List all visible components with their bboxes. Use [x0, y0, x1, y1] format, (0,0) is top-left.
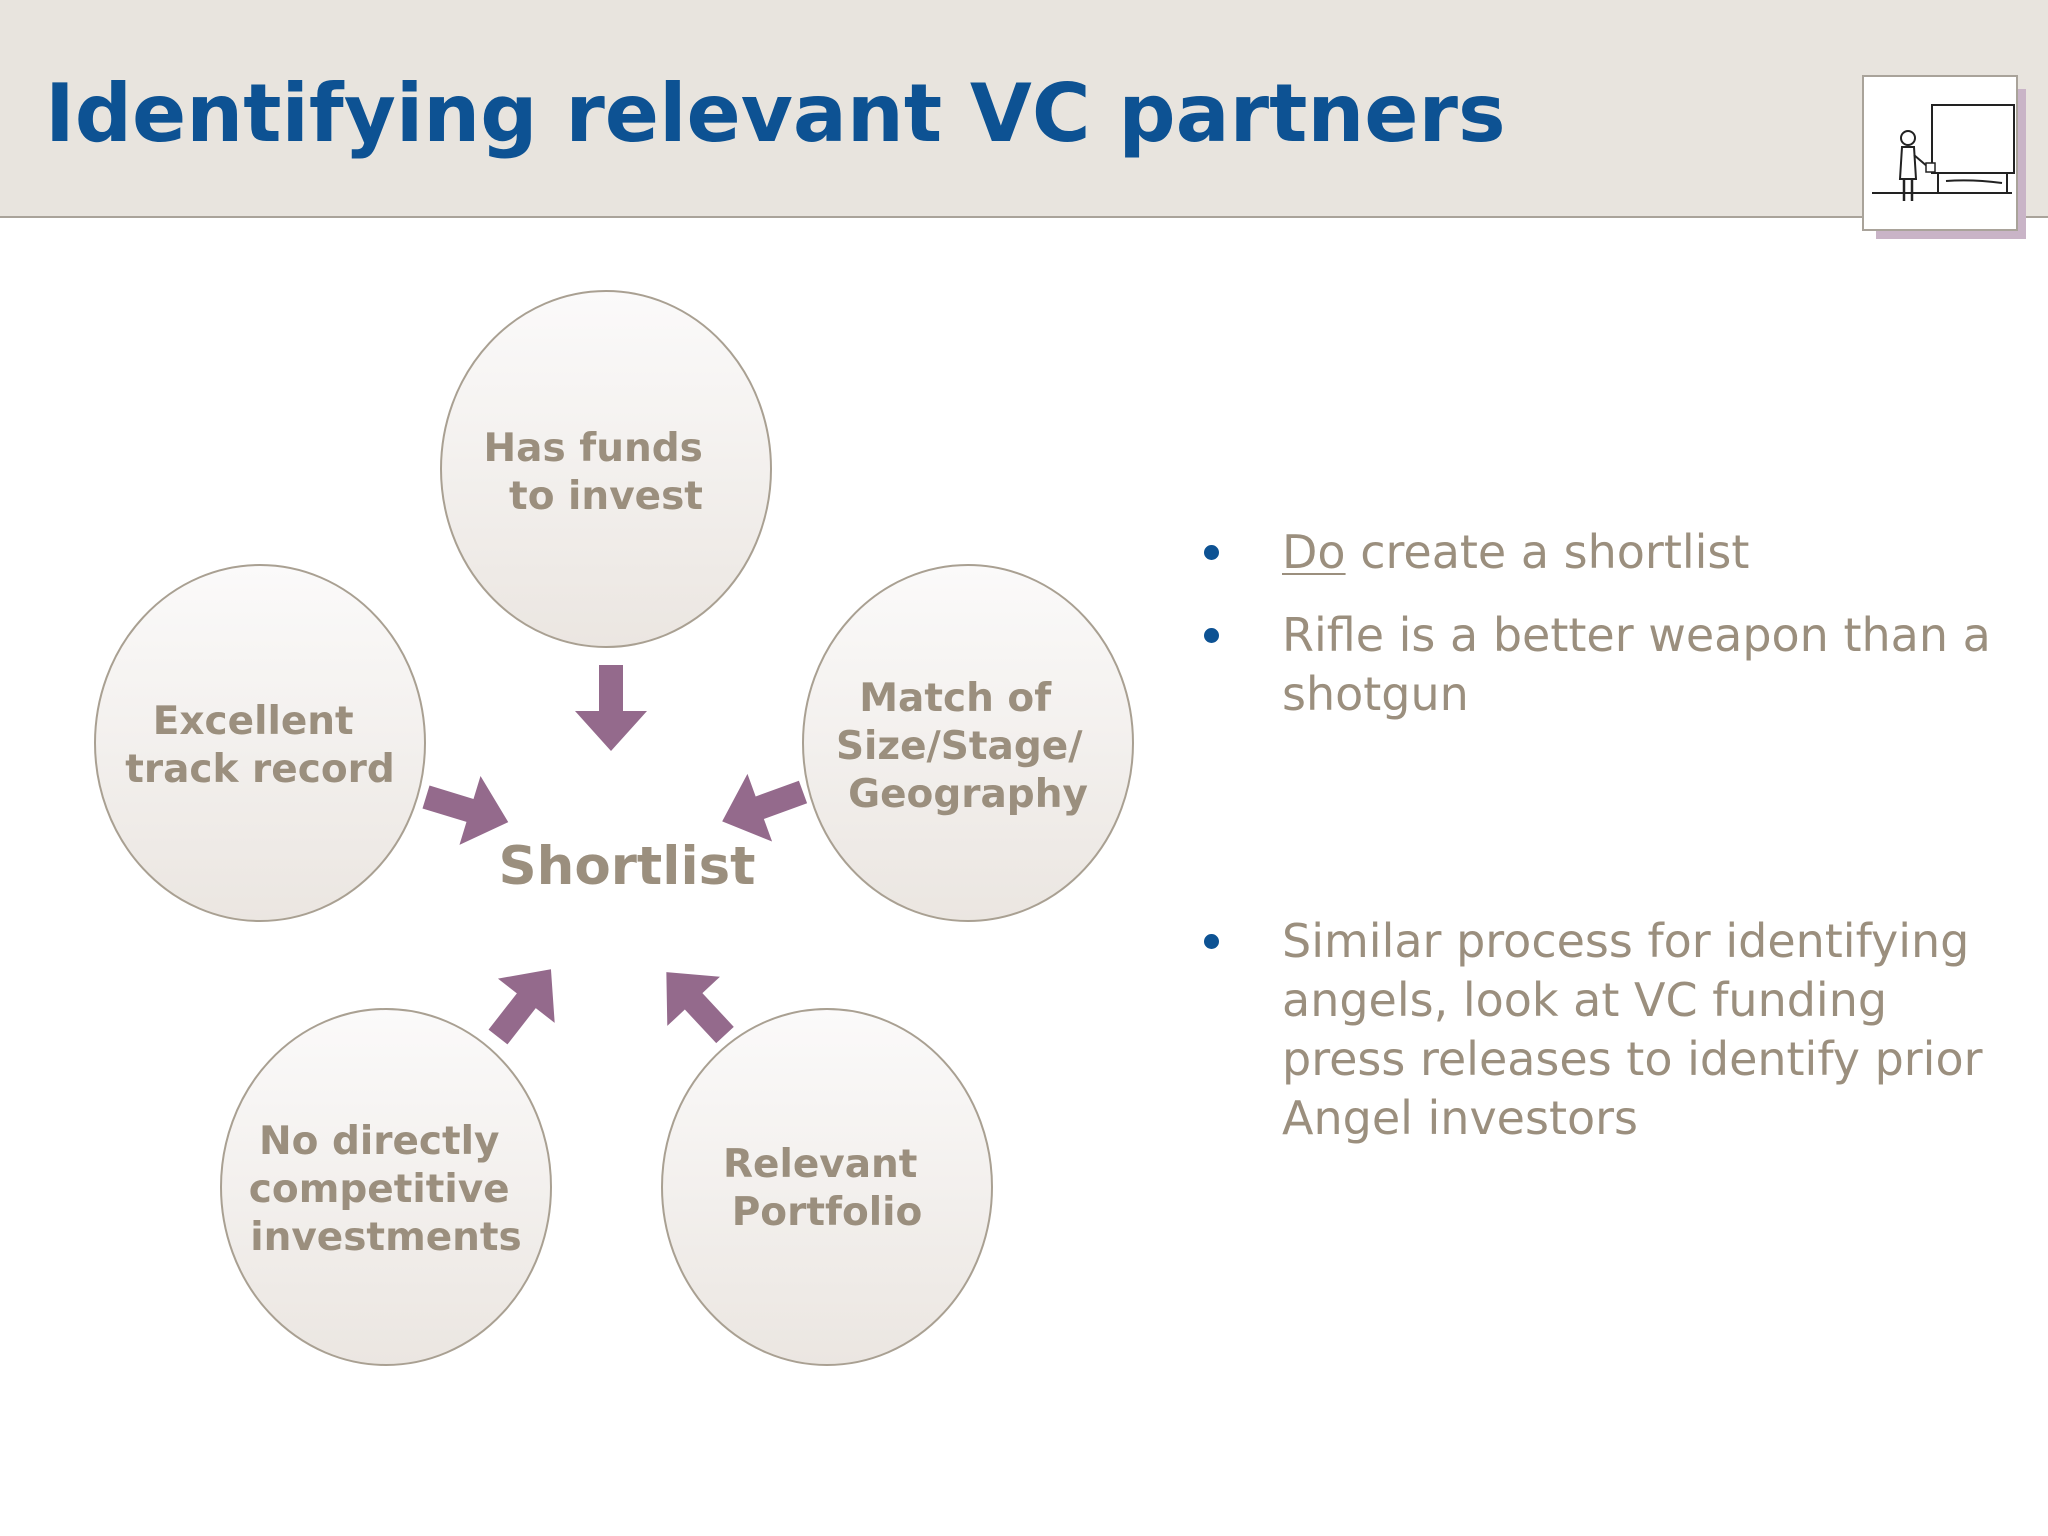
criterion-circle-portfolio: Relevant Portfolio — [661, 1008, 993, 1366]
title-bar: Identifying relevant VC partners — [0, 0, 2048, 218]
bullet-dot-icon — [1204, 934, 1219, 949]
circle-label: Match of Size/Stage/ Geography — [836, 676, 1096, 817]
bullet-list: Do create a shortlist Rifle is a better … — [1190, 0, 2020, 1536]
bullet-emphasis: Do — [1282, 525, 1346, 579]
presenter-at-whiteboard-icon — [1862, 75, 2026, 239]
bullet-text: Similar process for identifying angels, … — [1282, 914, 1983, 1145]
criterion-circle-funds: Has funds to invest — [440, 290, 772, 648]
arrow-from-track — [422, 776, 509, 845]
arrow-from-funds — [575, 665, 647, 751]
slide-title: Identifying relevant VC partners — [45, 67, 1506, 160]
center-label-shortlist: Shortlist — [498, 836, 755, 897]
arrow-from-match — [722, 773, 808, 842]
criterion-circle-match: Match of Size/Stage/ Geography — [802, 564, 1134, 922]
bullet-dot-icon — [1204, 628, 1219, 643]
arrow-from-competitive — [488, 969, 555, 1045]
circle-label: Relevant Portfolio — [723, 1142, 931, 1235]
bullet-text: Do create a shortlist — [1282, 525, 1750, 579]
circle-label: No directly competitive investments — [249, 1119, 523, 1260]
criterion-circle-competitive: No directly competitive investments — [220, 1008, 552, 1366]
bullet-dot-icon — [1204, 545, 1219, 560]
circle-label: Excellent track record — [125, 699, 395, 792]
circle-label: Has funds to invest — [484, 426, 717, 519]
criterion-circle-track: Excellent track record — [94, 564, 426, 922]
arrow-from-portfolio — [666, 972, 734, 1044]
bullet-text: Rifle is a better weapon than a shotgun — [1282, 608, 1991, 721]
